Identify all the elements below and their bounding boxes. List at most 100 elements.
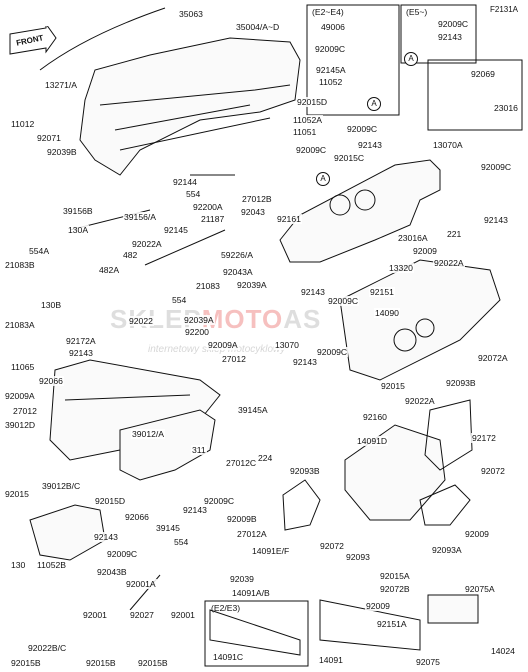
part-label: 35063 xyxy=(178,9,204,19)
antenna-wire xyxy=(39,7,166,71)
part-label: 59226/A xyxy=(220,250,255,260)
part-label: 92075 xyxy=(415,657,441,667)
part-label: 92143 xyxy=(483,215,509,225)
part-label: 27012 xyxy=(12,406,38,416)
part-label: 92009C xyxy=(314,44,347,54)
part-label: 92143 xyxy=(357,140,383,150)
part-label: 11012 xyxy=(10,119,36,129)
part-label: 13320 xyxy=(388,263,414,273)
ref-a-e2: A xyxy=(367,97,381,111)
part-label: 21187 xyxy=(200,214,226,224)
box-e5 xyxy=(400,4,477,64)
part-label: 92009A xyxy=(207,340,239,350)
part-label: 92143 xyxy=(68,348,94,358)
part-label: 92075A xyxy=(464,584,496,594)
part-label: 39145A xyxy=(237,405,269,415)
part-label: 14090 xyxy=(374,308,400,318)
part-label: 554 xyxy=(171,295,188,305)
part-label: 130B xyxy=(40,300,63,310)
part-label: 11052A xyxy=(292,115,323,125)
part-label: 27012 xyxy=(221,354,247,364)
part-label: 39012/A xyxy=(131,429,166,439)
part-label: 92015 xyxy=(380,381,406,391)
part-label: 92143 xyxy=(93,532,119,542)
front-arrow-icon xyxy=(9,26,57,55)
part-label: 13070 xyxy=(274,340,300,350)
part-label: 92093 xyxy=(345,552,371,562)
part-label: 92009C xyxy=(327,296,360,306)
part-label: 21083A xyxy=(4,320,36,330)
part-label: 92027 xyxy=(129,610,155,620)
part-label: 92015A xyxy=(379,571,411,581)
part-label: 92072 xyxy=(480,466,506,476)
part-label: 21083 xyxy=(195,281,221,291)
part-label: 92172A xyxy=(65,336,97,346)
part-label: 92043B xyxy=(96,567,128,577)
floor-tray xyxy=(344,424,446,521)
part-label: 92015B xyxy=(85,658,117,668)
part-label: 92144 xyxy=(172,177,198,187)
air-duct xyxy=(119,409,216,481)
meter-panel xyxy=(279,159,441,263)
part-label: 92015D xyxy=(94,496,127,506)
part-label: 14024 xyxy=(490,646,516,656)
part-label: 21083B xyxy=(4,260,36,270)
part-label: 92001 xyxy=(170,610,196,620)
part-label: 92015B xyxy=(10,658,42,668)
part-label: 92071 xyxy=(36,133,62,143)
part-label: 13070A xyxy=(432,140,464,150)
part-label: 39012B/C xyxy=(41,481,82,491)
part-label: 23016 xyxy=(493,103,519,113)
part-label: 92015B xyxy=(137,658,169,668)
box-23016 xyxy=(427,59,523,131)
part-label: 92069 xyxy=(470,69,496,79)
box-e2-e4 xyxy=(306,4,400,116)
part-label: 92143 xyxy=(437,32,463,42)
part-label: 554 xyxy=(173,537,190,547)
part-label: 482A xyxy=(98,265,121,275)
part-label: 27012C xyxy=(225,458,258,468)
part-label: 92039A xyxy=(183,315,215,325)
part-label: 92072B xyxy=(379,584,411,594)
part-label: 39145 xyxy=(155,523,181,533)
part-label: 23016A xyxy=(397,233,429,243)
part-label: 92072 xyxy=(319,541,345,551)
ref-a-e5: A xyxy=(404,52,418,66)
box-e2-e3 xyxy=(204,600,309,667)
part-label: 14091E/F xyxy=(251,546,291,556)
part-label: 92043A xyxy=(222,267,254,277)
part-label: 92009C xyxy=(480,162,513,172)
part-label: 92009C xyxy=(203,496,236,506)
part-label: 14091C xyxy=(212,652,245,662)
part-label: 92009A xyxy=(4,391,36,401)
part-label: 92022B/C xyxy=(27,643,68,653)
part-label: 92066 xyxy=(38,376,64,386)
box-e5-label: (E5~) xyxy=(406,7,428,17)
part-label: 92022A xyxy=(433,258,465,268)
part-label: 92093B xyxy=(289,466,321,476)
part-label: 14091 xyxy=(318,655,344,665)
part-label: 92039 xyxy=(229,574,255,584)
part-label: 92145 xyxy=(163,225,189,235)
part-label: 92015D xyxy=(296,97,329,107)
part-label: 92022 xyxy=(128,316,154,326)
part-label: 39156/A xyxy=(123,212,158,222)
part-label: 92039A xyxy=(236,280,268,290)
ref-a-panel: A xyxy=(316,172,330,186)
part-label: 224 xyxy=(257,453,274,463)
part-label: 554A xyxy=(28,246,51,256)
part-label: 35004/A~D xyxy=(235,22,281,32)
part-label: 92009C xyxy=(437,19,470,29)
part-label: 92009 xyxy=(365,601,391,611)
diagram-code: F2131A xyxy=(490,5,519,14)
box-e2-e3-label: (E2/E3) xyxy=(211,603,241,613)
part-label: 92043 xyxy=(240,207,266,217)
part-label: 11065 xyxy=(10,362,36,372)
part-label: 13271/A xyxy=(44,80,79,90)
part-label: 92022A xyxy=(404,396,436,406)
part-label: 92009C xyxy=(295,145,328,155)
part-label: 92145A xyxy=(315,65,347,75)
part-label: 92160 xyxy=(362,412,388,422)
part-label: 92022A xyxy=(131,239,163,249)
